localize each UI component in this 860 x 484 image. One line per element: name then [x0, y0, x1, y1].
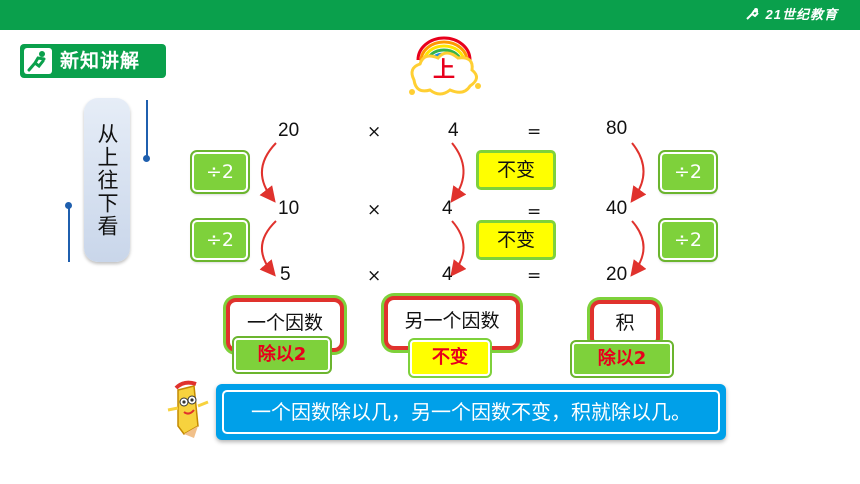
- brand-text: 21世纪教育: [765, 7, 838, 22]
- arrow-mid-2: [450, 220, 467, 277]
- cloud-badge: 上: [402, 30, 486, 102]
- product: 20: [606, 264, 628, 285]
- section-title: 新知讲解: [60, 50, 141, 72]
- factor1-sub: 除以2: [232, 336, 332, 374]
- factor-a: 10: [278, 198, 300, 219]
- equals-sign: =: [527, 122, 542, 142]
- runner-logo-icon: [745, 8, 759, 20]
- factor-a: 5: [280, 264, 291, 285]
- guide-line-top: [146, 100, 148, 158]
- step-tag-mid-2: 不变: [476, 220, 556, 260]
- step-tag-left-1: ÷2: [190, 150, 250, 194]
- equals-sign: =: [527, 266, 542, 286]
- guide-dot-bottom: [65, 202, 72, 209]
- product-label: 积: [590, 300, 660, 348]
- guide-dot-top: [143, 155, 150, 162]
- arrow-left-1: [259, 142, 277, 203]
- factor-a: 20: [278, 120, 300, 141]
- times-sign: ×: [367, 200, 382, 220]
- step-tag-mid-1: 不变: [476, 150, 556, 190]
- equals-sign: =: [527, 202, 542, 222]
- runner-icon: [24, 48, 52, 74]
- factor-b: 4: [448, 120, 459, 141]
- arrow-left-2: [259, 220, 277, 277]
- product: 80: [606, 118, 628, 139]
- product: 40: [606, 198, 628, 219]
- conclusion-box: 一个因数除以几，另一个因数不变，积就除以几。: [216, 384, 726, 440]
- direction-card: 从上往下看: [84, 98, 130, 262]
- step-tag-left-2: ÷2: [190, 218, 250, 262]
- pencil-mascot-icon: [167, 380, 209, 438]
- times-sign: ×: [367, 266, 382, 286]
- conclusion-text: 一个因数除以几，另一个因数不变，积就除以几。: [222, 390, 720, 434]
- section-badge: 新知讲解: [20, 44, 166, 78]
- top-bar: 21世纪教育: [0, 0, 860, 30]
- rainbow-cloud-icon: [409, 36, 481, 96]
- step-tag-right-2: ÷2: [658, 218, 718, 262]
- step-tag-right-1: ÷2: [658, 150, 718, 194]
- factor-b: 4: [442, 198, 453, 219]
- arrow-right-2: [630, 220, 647, 277]
- factor-b: 4: [442, 264, 453, 285]
- arrow-right-1: [630, 142, 647, 203]
- times-sign: ×: [367, 122, 382, 142]
- brand-logo: 21世纪教育: [744, 4, 838, 23]
- guide-line-bottom: [68, 206, 70, 262]
- product-sub: 除以2: [570, 340, 674, 378]
- cloud-label: 上: [432, 58, 455, 83]
- arrow-mid-1: [450, 142, 467, 203]
- factor2-sub: 不变: [408, 338, 492, 378]
